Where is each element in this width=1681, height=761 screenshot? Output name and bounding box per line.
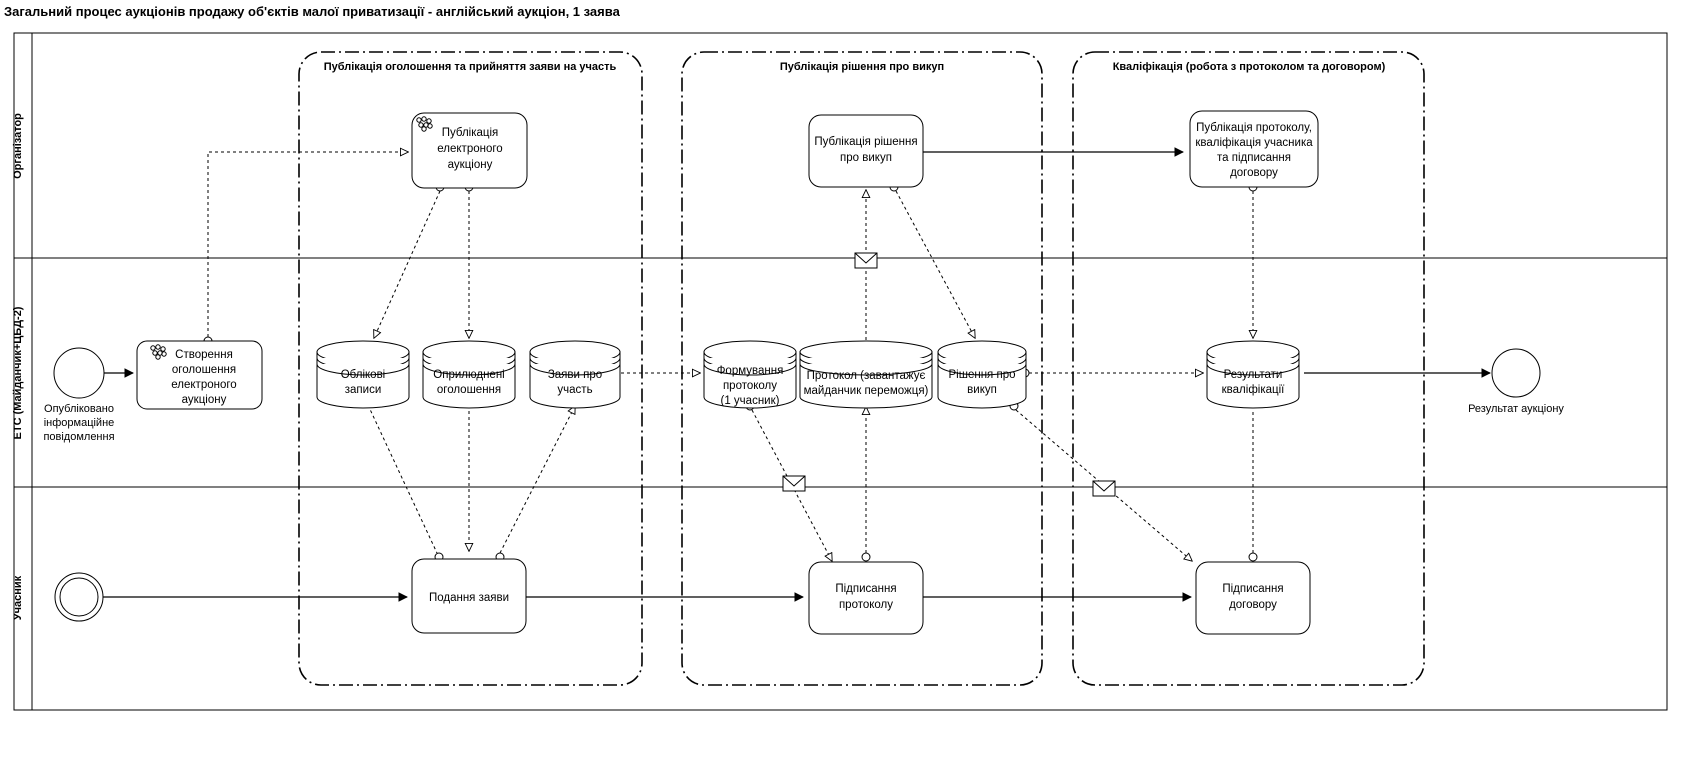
task-sign-protocol[interactable]: Підписання протоколу <box>808 561 924 635</box>
datastore-accounts-line2: записи <box>345 384 382 396</box>
start-event-label-line1: Опубліковано <box>44 403 114 415</box>
lane-label-participant: Учасник <box>12 575 24 620</box>
page-title: Загальний процес аукціонів продажу об'єк… <box>4 4 620 19</box>
task-sign-contract[interactable]: Підписання договору <box>1195 561 1311 635</box>
datastore-published-announcements-line1: Оприлюднені <box>433 369 504 381</box>
lane-header-participant: Учасник <box>12 575 24 620</box>
task-publish-auction-line2: електроного <box>437 143 502 155</box>
datastore-buyout-decision-line2: викуп <box>967 384 997 396</box>
task-create-announcement[interactable]: Створення оголошення електроного аукціон… <box>136 340 263 410</box>
task-publish-decision-line2: про викуп <box>840 152 892 164</box>
start-event-participant[interactable] <box>54 572 104 622</box>
datastore-applications-line2: участь <box>557 384 592 396</box>
group-qualification: Кваліфікація (робота з протоколом та дог… <box>1072 51 1425 686</box>
task-submit-application[interactable]: Подання заяви <box>411 558 527 634</box>
datastore-protocol-forming-line1: Формування <box>717 365 784 377</box>
task-publish-auction-line1: Публікація <box>442 127 499 139</box>
datastore-protocol-upload-line1: Протокол (завантажує <box>807 370 926 382</box>
datastore-qualification-results[interactable]: Результати кваліфікації <box>1206 340 1300 409</box>
datastore-qualification-results-line1: Результати <box>1224 369 1283 381</box>
datastore-accounts-line1: Облікові <box>341 369 386 381</box>
pool <box>13 32 1668 711</box>
start-event-label-line2: інформаційне <box>44 417 115 429</box>
task-publish-decision-line1: Публікація рішення <box>814 136 917 148</box>
sequence-flows <box>99 147 1491 602</box>
datastore-published-announcements-line2: оголошення <box>437 384 501 396</box>
task-publish-protocol-line1: Публікація протоколу, <box>1196 122 1312 134</box>
task-create-announcement-line1: Створення <box>175 349 233 361</box>
datastore-published-announcements[interactable]: Оприлюднені оголошення <box>422 340 516 409</box>
datastore-accounts[interactable]: Облікові записи <box>316 340 410 409</box>
script-task-icon <box>416 116 433 132</box>
task-publish-protocol[interactable]: Публікація протоколу, кваліфікація учасн… <box>1189 110 1319 188</box>
task-sign-protocol-line1: Підписання <box>835 583 896 595</box>
message-marker-3 <box>1092 480 1116 497</box>
datastore-protocol-upload-line2: майданчик переможця) <box>804 385 929 397</box>
group-publication-announcement: Публікація оголошення та прийняття заяви… <box>298 51 643 686</box>
message-marker-1 <box>854 252 878 269</box>
task-submit-application-line1: Подання заяви <box>429 592 509 604</box>
datastore-applications[interactable]: Заяви про участь <box>529 340 621 409</box>
task-sign-contract-line1: Підписання <box>1222 583 1283 595</box>
lane-label-organizer: Організатор <box>12 113 24 179</box>
script-task-icon <box>150 344 167 360</box>
datastore-protocol-forming[interactable]: Формування протоколу (1 учасник) <box>703 340 797 409</box>
task-publish-auction-line3: аукціону <box>448 159 493 171</box>
task-publish-decision[interactable]: Публікація рішення про викуп <box>808 114 924 188</box>
task-publish-protocol-line4: договору <box>1230 167 1278 179</box>
start-event-label-line3: повідомлення <box>43 431 114 443</box>
lane-label-ets: ЕТС (Майданчик+ЦБД-2) <box>12 306 24 439</box>
start-event-info[interactable]: Опубліковано інформаційне повідомлення <box>43 347 115 443</box>
group-label-2: Публікація рішення про викуп <box>780 61 944 73</box>
lane-header-organizer: Організатор <box>12 113 24 179</box>
datastore-buyout-decision-line1: Рішення про <box>949 369 1016 381</box>
datastore-protocol-forming-line3: (1 учасник) <box>721 395 780 407</box>
datastore-protocol-upload[interactable]: Протокол (завантажує майданчик переможця… <box>799 340 933 409</box>
task-sign-protocol-line2: протоколу <box>839 599 893 611</box>
end-event-result[interactable]: Результат аукціону <box>1468 348 1564 415</box>
end-event-label: Результат аукціону <box>1468 403 1564 415</box>
task-create-announcement-line4: аукціону <box>182 394 227 406</box>
group-label-3: Кваліфікація (робота з протоколом та дог… <box>1113 61 1386 73</box>
datastore-qualification-results-line2: кваліфікації <box>1222 384 1286 396</box>
task-publish-protocol-line2: кваліфікація учасника <box>1195 137 1313 149</box>
task-publish-protocol-line3: та підписання <box>1217 152 1291 164</box>
task-create-announcement-line2: оголошення <box>172 364 236 376</box>
datastore-applications-line1: Заяви про <box>548 369 602 381</box>
group-publication-decision: Публікація рішення про викуп <box>681 51 1043 686</box>
datastore-protocol-forming-line2: протоколу <box>723 380 777 392</box>
message-marker-2 <box>782 475 806 492</box>
lane-header-ets: ЕТС (Майданчик+ЦБД-2) <box>12 306 24 439</box>
datastore-buyout-decision[interactable]: Рішення про викуп <box>937 340 1027 409</box>
task-publish-auction[interactable]: Публікація електроного аукціону <box>411 112 528 189</box>
task-sign-contract-line2: договору <box>1229 599 1277 611</box>
task-create-announcement-line3: електроного <box>171 379 236 391</box>
group-label-1: Публікація оголошення та прийняття заяви… <box>324 61 617 73</box>
